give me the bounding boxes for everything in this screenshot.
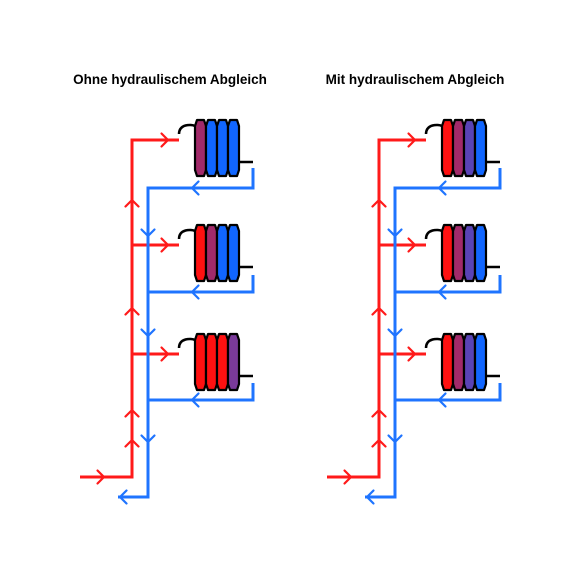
flow-arrow-left (365, 489, 375, 505)
radiator-section (451, 118, 466, 178)
flow-arrow-right (160, 237, 170, 253)
flow-arrow-left (437, 392, 447, 408)
radiator-section (473, 332, 488, 392)
radiator-inlet (177, 228, 196, 240)
radiator-section (215, 118, 230, 178)
return-branch-pipe (148, 383, 255, 402)
radiator-section (462, 223, 477, 283)
radiator-section (462, 332, 477, 392)
radiator-section (226, 118, 241, 178)
flow-arrow-right (160, 346, 170, 362)
radiator-section (473, 118, 488, 178)
radiator-1 (177, 118, 253, 178)
flow-arrow-up (371, 306, 387, 316)
flow-arrow-up (371, 408, 387, 418)
panel-title-with-balancing: Mit hydraulischem Abgleich (325, 72, 505, 87)
radiator-section (440, 118, 455, 178)
flow-arrow-down (387, 228, 403, 238)
return-branch-pipe (395, 275, 502, 294)
flow-arrow-left (437, 284, 447, 300)
radiator-section (440, 223, 455, 283)
flow-arrow-right (343, 469, 353, 485)
radiator-section (462, 118, 477, 178)
return-branch-pipe (395, 383, 502, 402)
radiator-section (204, 118, 219, 178)
supply-main-pipe (80, 138, 179, 479)
radiator-2 (424, 223, 500, 283)
flow-arrow-left (118, 489, 128, 505)
radiator-section (215, 223, 230, 283)
radiator-section (440, 332, 455, 392)
radiator-section (473, 223, 488, 283)
radiator-inlet (424, 123, 443, 135)
radiator-inlet (177, 123, 196, 135)
flow-arrow-left (190, 392, 200, 408)
flow-arrow-up (124, 306, 140, 316)
radiator-inlet (424, 228, 443, 240)
radiator-3 (424, 332, 500, 392)
flow-arrow-up (124, 438, 140, 448)
flow-arrow-left (190, 180, 200, 196)
radiator-1 (424, 118, 500, 178)
radiator-section (215, 332, 230, 392)
flow-arrow-down (387, 434, 403, 444)
radiator-section (193, 332, 208, 392)
flow-arrow-right (407, 346, 417, 362)
return-main-pipe (365, 168, 502, 499)
flow-arrow-down (140, 328, 156, 338)
radiator-section (451, 223, 466, 283)
radiator-3 (177, 332, 253, 392)
radiator-2 (177, 223, 253, 283)
flow-arrow-down (387, 328, 403, 338)
radiator-inlet (424, 337, 443, 349)
flow-arrow-right (160, 132, 170, 148)
radiator-section (193, 118, 208, 178)
radiator-section (226, 223, 241, 283)
radiator-section (193, 223, 208, 283)
flow-arrow-up (371, 198, 387, 208)
flow-arrow-right (407, 132, 417, 148)
return-main-pipe (118, 168, 255, 499)
flow-arrow-up (371, 438, 387, 448)
panel-with-balancing (327, 118, 502, 505)
flow-arrow-left (190, 284, 200, 300)
flow-arrow-down (140, 434, 156, 444)
flow-arrow-down (140, 228, 156, 238)
radiator-section (226, 332, 241, 392)
flow-arrow-left (437, 180, 447, 196)
panel-title-without-balancing: Ohne hydraulischem Abgleich (73, 72, 267, 87)
flow-arrow-right (96, 469, 106, 485)
radiator-inlet (177, 337, 196, 349)
flow-arrow-right (407, 237, 417, 253)
supply-main-pipe (327, 138, 426, 479)
panel-without-balancing (80, 118, 255, 505)
flow-arrow-up (124, 198, 140, 208)
radiator-section (204, 223, 219, 283)
radiator-section (204, 332, 219, 392)
radiator-section (451, 332, 466, 392)
flow-arrow-up (124, 408, 140, 418)
return-branch-pipe (148, 275, 255, 294)
